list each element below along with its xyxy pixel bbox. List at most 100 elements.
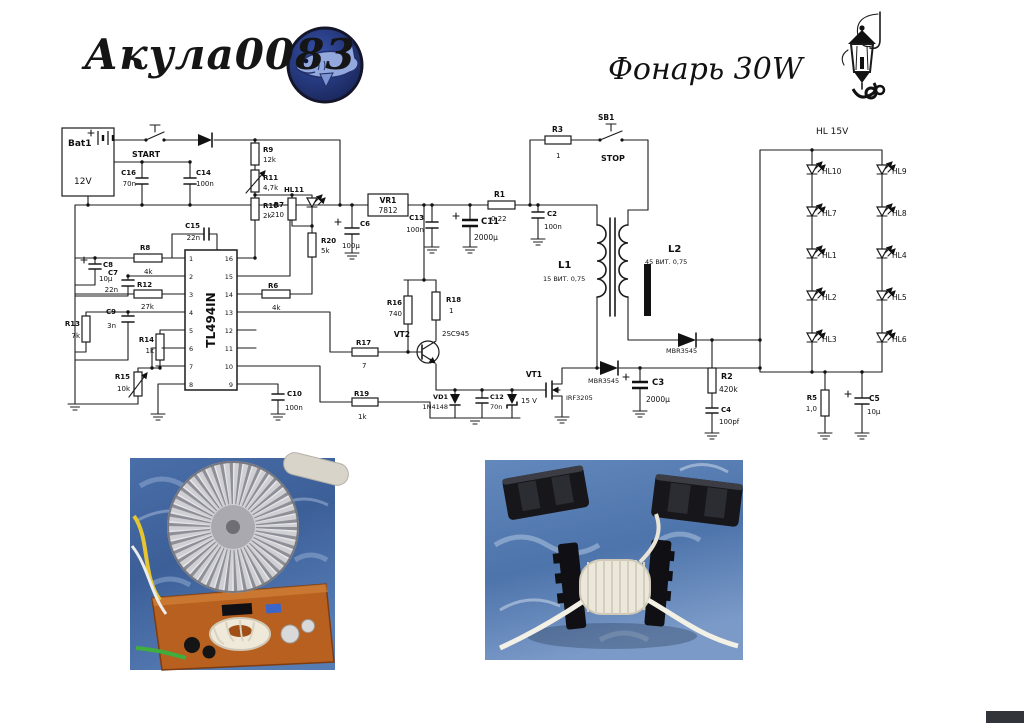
schematic-labels: Bat1 12V START C16 70n C14 100n R9 12k R… — [65, 113, 907, 426]
lbl-r11v: 4,7k — [263, 184, 279, 192]
lbl-r16: R16 — [387, 299, 402, 307]
lbl-r14: R14 — [139, 336, 154, 344]
pin-15: 15 — [225, 273, 233, 281]
lbl-bat1: Bat1 — [68, 139, 92, 149]
coil-lead-right — [646, 597, 739, 649]
junction-dots — [86, 138, 864, 392]
lbl-vd1v: 1N4148 — [422, 403, 448, 411]
pin-11: 11 — [225, 345, 233, 353]
lbl-r7v: 210 — [271, 211, 284, 219]
transistor-VT1-mosfet — [545, 380, 561, 400]
lbl-hl2: HL2 — [822, 293, 837, 302]
lbl-vt1: VT1 — [526, 370, 542, 379]
core-bar — [644, 264, 651, 316]
wires-output — [351, 149, 883, 434]
lbl-r9: R9 — [263, 146, 273, 154]
lbl-c12: C12 — [490, 393, 504, 401]
lbl-r15: R15 — [115, 373, 130, 381]
coil-lead-left — [498, 599, 584, 651]
lbl-c2: C2 — [547, 210, 557, 218]
lbl-r6: R6 — [268, 282, 278, 290]
pin-3: 3 — [189, 291, 193, 299]
coil-lead-top — [638, 513, 661, 564]
resistor-R5 — [820, 389, 830, 417]
lbl-c11: C11 — [481, 217, 499, 227]
lbl-l1: L1 — [558, 260, 571, 271]
photo-converter-board — [130, 452, 349, 671]
lbl-r8: R8 — [140, 244, 150, 252]
corner-fragment — [986, 711, 1024, 723]
lbl-r7: R7 — [274, 201, 284, 209]
pin-9: 9 — [229, 381, 233, 389]
lbl-c6: C6 — [360, 220, 370, 228]
lbl-stop: STOP — [601, 154, 625, 163]
lbl-r13: R13 — [65, 320, 80, 328]
lbl-r10v: 2k — [263, 212, 272, 220]
lbl-l1v: 15 ВИТ. 0,75 — [543, 275, 585, 283]
lbl-c7v: 22n — [105, 286, 118, 294]
trimmer-arrow-R15 — [128, 372, 148, 398]
lbl-hl5: HL5 — [892, 293, 907, 302]
lantern-icon — [841, 11, 886, 100]
lbl-hl7: HL7 — [822, 209, 837, 218]
resistor-bodies — [81, 135, 830, 417]
resistor-R20 — [307, 232, 317, 258]
polarity-plus-signs — [80, 212, 852, 398]
ferrite-core-right — [651, 474, 743, 527]
lbl-c8v: 10µ — [99, 275, 113, 283]
battery-bat1 — [61, 127, 115, 197]
shark-logo-icon — [286, 26, 364, 104]
pin-1: 1 — [189, 255, 193, 263]
lbl-r6v: 4k — [272, 304, 281, 312]
resistor-R12 — [133, 289, 163, 299]
resistor-R16 — [403, 295, 413, 325]
resistor-R8 — [133, 253, 163, 263]
transformer-L1-L2 — [596, 217, 651, 317]
lbl-r3v: 1 — [556, 152, 560, 160]
lbl-r20v: 5k — [321, 247, 330, 255]
resistor-R17 — [351, 347, 379, 357]
pin-13: 13 — [225, 309, 233, 317]
transistor-VT2 — [416, 340, 440, 364]
lbl-r1v: 0.22 — [491, 215, 507, 223]
lbl-c16v: 70n — [123, 180, 136, 188]
resistor-R3 — [544, 135, 572, 145]
lbl-vr1: VR1 — [380, 196, 397, 205]
lbl-c8: C8 — [103, 261, 113, 269]
lbl-c5: C5 — [869, 394, 880, 403]
pin-4: 4 — [189, 309, 193, 317]
led-HL4 — [875, 245, 896, 267]
lbl-r11: R11 — [263, 174, 278, 182]
lbl-vr1v: 7812 — [378, 206, 397, 215]
lbl-c9v: 3n — [107, 322, 116, 330]
diode-mbr3545-lower — [600, 360, 619, 376]
led-HL11 — [305, 194, 326, 216]
lbl-r17v: 7 — [362, 362, 366, 370]
lbl-r5v: 1,0 — [806, 405, 817, 413]
lbl-c3v: 2000µ — [646, 395, 670, 404]
resistor-R13 — [81, 315, 91, 343]
lbl-vt1v: IRF3205 — [566, 394, 593, 402]
diode-VD1 — [449, 394, 461, 406]
white-tube — [283, 452, 349, 486]
capacitor-black — [184, 637, 200, 653]
lbl-r13v: 7k — [71, 332, 80, 340]
lbl-mbr-low: MBR3545 — [588, 377, 619, 385]
resistor-R1 — [487, 200, 516, 210]
zener-15v — [506, 394, 518, 409]
lbl-mbr-up: MBR3545 — [666, 347, 697, 355]
ic-pin-numbers: 1 2 3 4 5 6 7 8 16 15 14 13 12 11 10 9 — [189, 255, 233, 389]
lbl-r19: R19 — [354, 390, 369, 398]
lbl-l2v: 45 ВИТ. 0,75 — [645, 258, 687, 266]
diode-mbr3545-upper — [678, 332, 697, 348]
wires-left-network — [74, 233, 218, 415]
lbl-r5: R5 — [807, 394, 817, 402]
resistor-R10 — [250, 197, 260, 221]
pin-7: 7 — [189, 363, 193, 371]
lbl-r16v: 740 — [389, 310, 402, 318]
lbl-hl6: HL6 — [892, 335, 907, 344]
page-title: Акула0083 — [84, 30, 356, 79]
lbl-r8v: 4k — [144, 268, 153, 276]
lbl-c11v: 2000µ — [474, 233, 498, 242]
